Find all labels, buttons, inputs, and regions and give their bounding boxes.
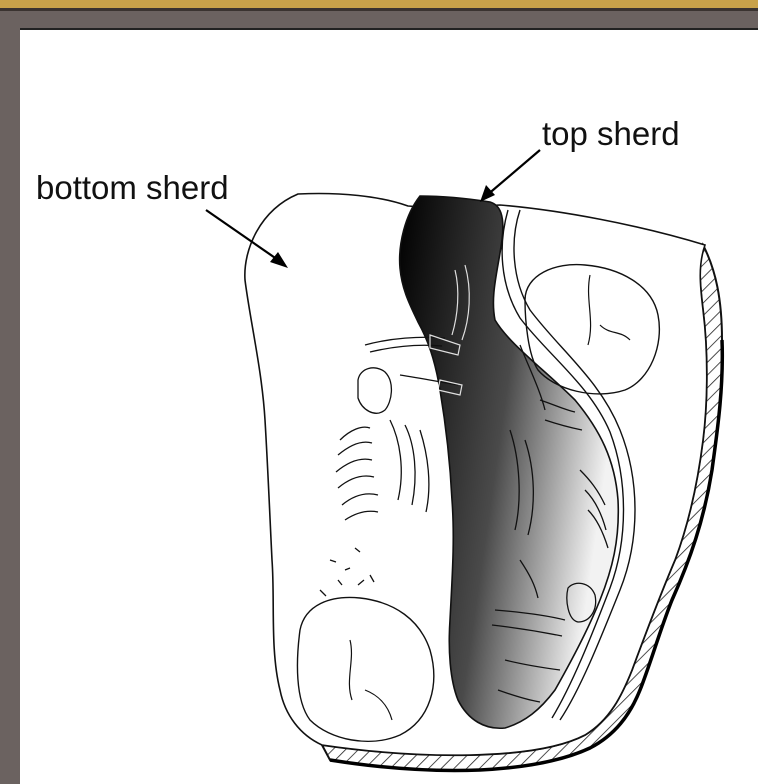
label-bottom-sherd: bottom sherd bbox=[36, 171, 229, 204]
label-top-sherd: top sherd bbox=[542, 117, 680, 150]
arrow-top-sherd bbox=[480, 150, 540, 202]
